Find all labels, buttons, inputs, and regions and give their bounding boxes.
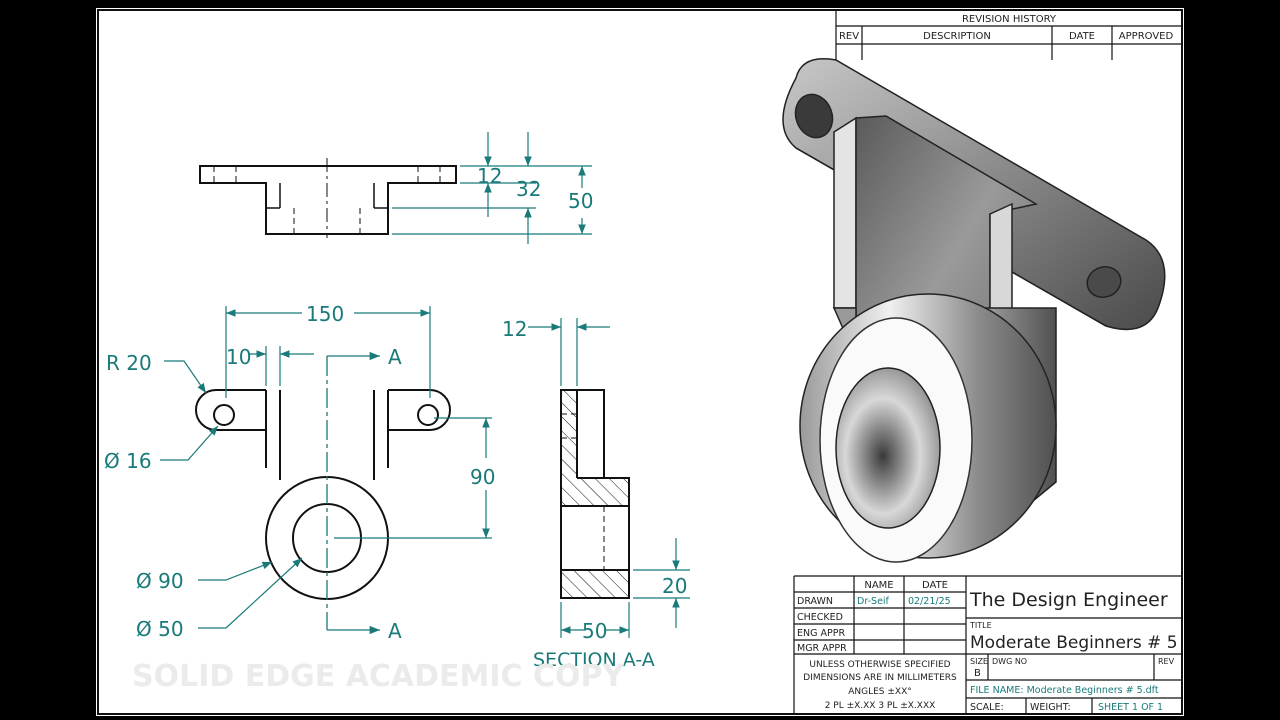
tb-drawn-date: 02/21/25 — [908, 596, 951, 607]
tb-mgr-appr-label: MGR APPR — [797, 643, 847, 654]
dim-inner-diameter: Ø 50 — [136, 617, 184, 641]
isometric-view — [782, 58, 1166, 563]
tb-tolerance-1: UNLESS OTHERWISE SPECIFIED — [809, 660, 950, 670]
section-cut-label-bottom: A — [388, 619, 402, 643]
tb-title: Moderate Beginners # 5 — [970, 633, 1178, 653]
dim-top-height: 50 — [568, 189, 593, 213]
revision-col-approved: APPROVED — [1119, 31, 1174, 42]
top-view-dimensions — [392, 132, 592, 244]
revision-col-description: DESCRIPTION — [923, 31, 991, 42]
revision-col-date: DATE — [1069, 31, 1095, 42]
front-view-dimensions — [160, 306, 492, 629]
revision-title: REVISION HISTORY — [962, 14, 1057, 25]
tb-scale-label: SCALE: — [970, 702, 1004, 713]
drawing-sheet: 12 32 50 A A 150 R 2 — [96, 8, 1184, 716]
dim-section-bottom: 20 — [662, 574, 687, 598]
tb-tolerance-2: DIMENSIONS ARE IN MILLIMETERS — [803, 673, 957, 683]
tb-tolerance-3: ANGLES ±XX° — [848, 687, 912, 697]
tb-drawn-name: Dr-Seif — [857, 596, 890, 607]
tb-name-header: NAME — [864, 580, 893, 591]
engineering-drawing: 12 32 50 A A 150 R 2 — [97, 9, 1183, 715]
dim-width: 150 — [306, 302, 344, 326]
dim-top-boss: 32 — [516, 177, 541, 201]
dim-top-thickness: 12 — [477, 164, 502, 188]
tb-drawn-label: DRAWN — [797, 596, 833, 607]
tb-dwg-no-label: DWG NO — [992, 657, 1027, 666]
tb-weight-label: WEIGHT: — [1030, 702, 1071, 713]
tb-size-label: SIZE — [970, 657, 988, 666]
top-view — [199, 158, 457, 238]
dim-offset: 10 — [226, 345, 251, 369]
dim-radius: R 20 — [106, 351, 152, 375]
section-cut-label-top: A — [388, 345, 402, 369]
tb-date-header: DATE — [922, 580, 948, 591]
title-block — [793, 575, 1182, 714]
tb-company: The Design Engineer — [969, 589, 1168, 611]
tb-eng-appr-label: ENG APPR — [797, 628, 845, 639]
dim-hole-diameter: Ø 16 — [104, 449, 152, 473]
front-view — [195, 389, 451, 600]
tb-checked-label: CHECKED — [797, 612, 843, 623]
tb-sheet: SHEET 1 OF 1 — [1098, 702, 1163, 713]
section-view — [560, 389, 630, 599]
dim-height: 90 — [470, 465, 495, 489]
watermark: SOLID EDGE ACADEMIC COPY — [132, 659, 626, 694]
revision-block — [835, 10, 1182, 60]
section-title: SECTION A-A — [533, 649, 655, 671]
tb-tolerance-4: 2 PL ±X.XX 3 PL ±X.XXX — [825, 701, 936, 711]
tb-size: B — [974, 668, 981, 679]
section-cut-line — [326, 351, 380, 635]
dim-outer-diameter: Ø 90 — [136, 569, 184, 593]
section-view-dimensions — [528, 318, 690, 638]
sheet-border — [97, 9, 1183, 715]
tb-title-label: TITLE — [969, 621, 992, 630]
tb-rev-label: REV — [1158, 657, 1175, 666]
dim-section-depth: 50 — [582, 619, 607, 643]
revision-col-rev: REV — [839, 31, 859, 42]
tb-file-name: FILE NAME: Moderate Beginners # 5.dft — [970, 685, 1159, 696]
dim-section-thickness: 12 — [502, 317, 527, 341]
